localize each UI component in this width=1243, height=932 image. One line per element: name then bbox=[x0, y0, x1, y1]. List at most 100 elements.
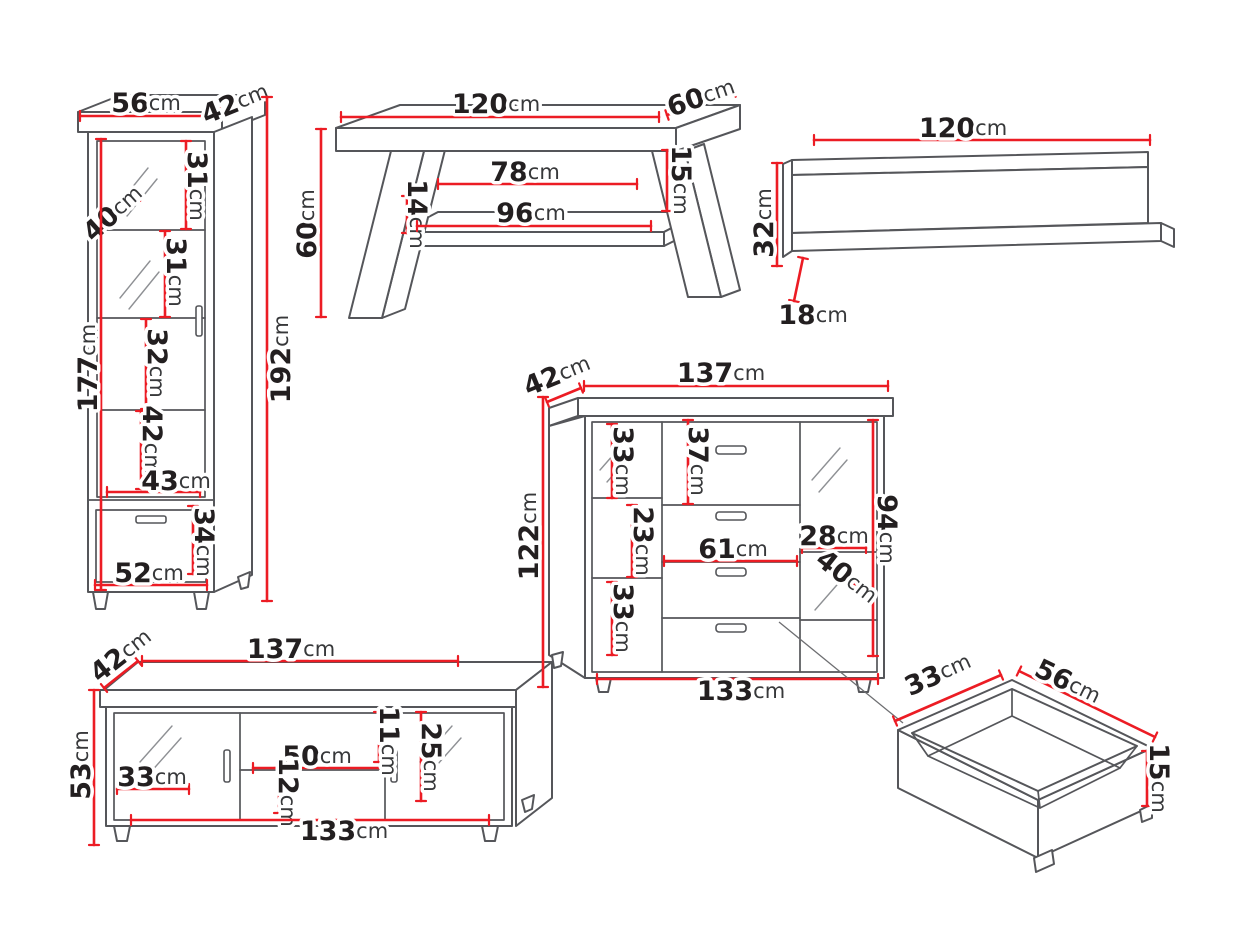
dimension-label: 14cm bbox=[402, 179, 433, 249]
dimension-label: 120cm bbox=[919, 113, 1007, 144]
drawer-handle-slot bbox=[715, 445, 747, 455]
drawer-handle-slot bbox=[135, 515, 167, 524]
dimension-line bbox=[102, 659, 140, 690]
dimension-label: 192cm bbox=[266, 315, 297, 403]
drawer-handle-slot bbox=[715, 567, 747, 577]
dimension-wall-shelf-120cm: 120cm bbox=[812, 109, 1152, 147]
dimension-tall-cabinet-42cm: 42cm bbox=[133, 402, 171, 491]
dimension-line bbox=[665, 90, 736, 117]
dimension-tick bbox=[132, 192, 142, 202]
dimension-tall-cabinet-31cm: 31cm bbox=[178, 139, 216, 231]
dimension-line bbox=[220, 94, 266, 115]
dimension-coffee-table-60cm: 60cm bbox=[288, 127, 328, 319]
dimension-label: 11cm bbox=[374, 706, 405, 776]
dimension-tv-stand-11cm: 11cm bbox=[370, 703, 408, 780]
dimension-sideboard-94cm: 94cm bbox=[866, 418, 906, 658]
dimension-label: 31cm bbox=[182, 151, 213, 221]
dimension-label: 60cm bbox=[292, 189, 323, 259]
dimension-tall-cabinet-31cm: 31cm bbox=[157, 229, 195, 319]
dimension-label: 120cm bbox=[452, 89, 540, 120]
dimension-coffee-table-15cm: 15cm bbox=[660, 142, 700, 218]
dimension-tick bbox=[731, 86, 737, 98]
dimension-label: 32cm bbox=[749, 188, 780, 258]
dimension-label: 122cm bbox=[514, 492, 545, 580]
dimension-label: 56cm bbox=[111, 88, 181, 119]
dimension-tick bbox=[664, 109, 670, 121]
dimension-line bbox=[545, 386, 583, 404]
dimension-tick bbox=[133, 655, 143, 667]
tv-stand-drawing bbox=[99, 661, 553, 842]
door-handle-slot bbox=[195, 305, 203, 337]
dimension-label: 33cm bbox=[608, 426, 639, 496]
dimension-tick bbox=[788, 298, 800, 304]
dimension-label: 37cm bbox=[683, 426, 714, 496]
dimension-label: 28cm bbox=[799, 521, 869, 552]
dimension-label: 15cm bbox=[666, 145, 697, 215]
dimension-wall-shelf-32cm: 32cm bbox=[745, 161, 784, 268]
dimension-tv-stand-53cm: 53cm bbox=[62, 688, 101, 847]
dimension-label: 33cm bbox=[608, 583, 639, 653]
dimension-sideboard-137cm: 137cm bbox=[582, 354, 890, 393]
dimension-sideboard-33cm: 33cm bbox=[604, 580, 642, 657]
drawer-leader-line bbox=[778, 621, 904, 724]
dimension-tall-cabinet-56cm: 56cm bbox=[78, 84, 220, 123]
dimension-tv-stand-133cm: 133cm bbox=[129, 812, 491, 850]
dimension-coffee-table-96cm: 96cm bbox=[415, 194, 653, 233]
dimension-line bbox=[893, 673, 1003, 723]
dimension-sideboard-61cm: 61cm bbox=[662, 530, 799, 568]
dimension-label: 177cm bbox=[73, 324, 104, 412]
dimension-label: 33cm bbox=[900, 646, 976, 703]
dimension-tall-cabinet-43cm: 43cm bbox=[105, 462, 214, 500]
door-handle-slot bbox=[390, 749, 398, 783]
dimension-tick bbox=[997, 669, 1005, 681]
dimension-label: 133cm bbox=[300, 816, 388, 847]
dimension-tick bbox=[1015, 665, 1023, 677]
dimension-tv-stand-33cm: 33cm bbox=[114, 758, 191, 796]
drawer-handle-slot bbox=[715, 623, 747, 633]
sideboard-drawing bbox=[548, 397, 894, 693]
dimension-tick bbox=[891, 715, 899, 727]
dimension-label: 25cm bbox=[416, 722, 447, 792]
dimension-drawer-15cm: 15cm bbox=[1140, 740, 1178, 817]
dimension-tall-cabinet-177cm: 177cm bbox=[69, 137, 108, 592]
dimension-tick bbox=[219, 107, 225, 119]
dimension-label: 94cm bbox=[872, 494, 903, 564]
drawer-drawing bbox=[897, 679, 1153, 873]
dimension-coffee-table-14cm: 14cm bbox=[398, 176, 436, 253]
dimension-label: 33cm bbox=[117, 762, 187, 793]
dimension-tick bbox=[577, 382, 585, 394]
dimension-label: 23cm bbox=[628, 506, 659, 576]
dimension-label: 50cm bbox=[282, 741, 352, 772]
dimension-tall-cabinet-192cm: 192cm bbox=[260, 95, 300, 603]
dimension-label: 42cm bbox=[137, 405, 168, 475]
dimension-label: 32cm bbox=[142, 328, 173, 398]
dimension-label: 52cm bbox=[114, 558, 184, 589]
dimension-sideboard-28cm: 28cm bbox=[796, 517, 873, 555]
dimension-tall-cabinet-52cm: 52cm bbox=[93, 554, 209, 592]
dimension-label: 43cm bbox=[141, 466, 211, 497]
dimension-label: 15cm bbox=[1144, 743, 1175, 813]
dimension-tv-stand-50cm: 50cm bbox=[251, 737, 383, 775]
dimension-tick bbox=[797, 255, 809, 261]
dimension-coffee-table-120cm: 120cm bbox=[339, 85, 661, 124]
dimension-tall-cabinet-32cm: 32cm bbox=[138, 317, 176, 411]
dimension-coffee-table-78cm: 78cm bbox=[436, 153, 639, 191]
dimension-tick bbox=[1151, 731, 1159, 743]
dimension-label: 31cm bbox=[161, 237, 192, 307]
dimension-line bbox=[95, 195, 139, 235]
dimension-wall-shelf-18cm: 18cm bbox=[775, 255, 851, 334]
dimension-label: 137cm bbox=[677, 358, 765, 389]
dimension-tick bbox=[821, 556, 831, 566]
dimension-label: 12cm bbox=[273, 757, 304, 827]
drawer-handle-slot bbox=[715, 511, 747, 521]
dimension-label: 78cm bbox=[490, 157, 560, 188]
dimension-sideboard-23cm: 23cm bbox=[624, 503, 662, 580]
dimension-tick bbox=[859, 588, 869, 598]
